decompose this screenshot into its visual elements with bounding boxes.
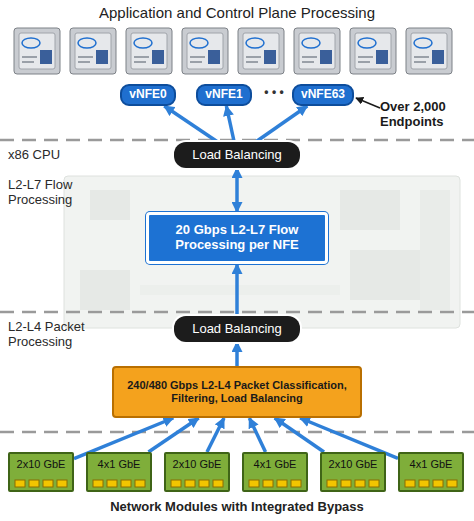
processor-chip <box>350 28 396 74</box>
port-row <box>168 479 226 488</box>
port-symbol <box>447 480 457 487</box>
processor-chip <box>126 28 172 74</box>
flow-processing-box: 20 Gbps L2-L7 Flow Processing per NFE <box>146 212 328 264</box>
layer-label: • • • <box>256 86 292 100</box>
port-symbol <box>327 480 337 487</box>
layer-label: L2-L4 Packet Processing <box>8 320 108 350</box>
layer-divider <box>0 139 474 142</box>
layer-divider <box>0 311 474 314</box>
flow-arrow <box>235 342 239 366</box>
processor-chip <box>238 28 284 74</box>
node-text: Load Balancing <box>192 322 282 337</box>
processor-chip <box>406 28 452 74</box>
port-row <box>324 479 382 488</box>
port-symbol <box>107 480 117 487</box>
port-symbol <box>291 480 301 487</box>
node-text: 240/480 Gbps L2-L4 Packet Classification… <box>120 379 354 404</box>
processor-row <box>14 28 452 74</box>
vnfe-box: vNFE63 <box>292 84 354 106</box>
port-symbol <box>185 480 195 487</box>
port-symbol <box>171 480 181 487</box>
flow-arrow <box>149 418 199 452</box>
node-text: 4x1 GbE <box>410 458 453 471</box>
diagram-caption: Network Modules with Integrated Bypass <box>0 500 474 515</box>
port-symbol <box>341 480 351 487</box>
flow-arrow <box>164 106 217 142</box>
diagram-title: Application and Control Plane Processing <box>0 4 474 21</box>
flow-arrow <box>207 418 224 452</box>
flow-arrow <box>235 264 239 316</box>
node-text: 4x1 GbE <box>98 458 141 471</box>
layer-label: x86 CPU <box>8 148 108 163</box>
network-module: 2x10 GbE <box>8 452 74 492</box>
port-symbol <box>405 480 415 487</box>
port-symbol <box>15 480 25 487</box>
packet-processing-box: 240/480 Gbps L2-L4 Packet Classification… <box>112 366 362 418</box>
node-text: Load Balancing <box>192 148 282 163</box>
network-module: 4x1 GbE <box>398 452 464 492</box>
layer-divider <box>0 431 474 434</box>
port-symbol <box>199 480 209 487</box>
port-symbol <box>355 480 365 487</box>
port-row <box>402 479 460 488</box>
flow-arrow <box>275 418 324 452</box>
port-symbol <box>57 480 67 487</box>
node-text: 2x10 GbE <box>173 458 222 471</box>
flow-arrow <box>249 418 265 452</box>
port-symbol <box>29 480 39 487</box>
node-text: 4x1 GbE <box>254 458 297 471</box>
node-text: 2x10 GbE <box>17 458 66 471</box>
port-symbol <box>43 480 53 487</box>
pcie-card-illustration <box>64 176 460 328</box>
leader-arrow <box>356 98 380 108</box>
network-module: 4x1 GbE <box>242 452 308 492</box>
network-module: 2x10 GbE <box>320 452 386 492</box>
processor-chip <box>70 28 116 74</box>
node-text: 2x10 GbE <box>329 458 378 471</box>
network-module: 4x1 GbE <box>86 452 152 492</box>
port-row <box>12 479 70 488</box>
load-balancer-box: Load Balancing <box>174 316 300 342</box>
node-text: vNFE63 <box>301 88 345 102</box>
port-symbol <box>263 480 273 487</box>
port-symbol <box>93 480 103 487</box>
flow-arrow <box>235 168 239 212</box>
port-symbol <box>419 480 429 487</box>
flow-arrow <box>226 106 234 142</box>
node-text: vNFE0 <box>129 88 166 102</box>
port-symbol <box>277 480 287 487</box>
port-symbol <box>369 480 379 487</box>
processor-chip <box>14 28 60 74</box>
port-symbol <box>213 480 223 487</box>
vnfe-box: vNFE0 <box>120 84 176 106</box>
port-symbol <box>135 480 145 487</box>
layer-label: L2-L7 Flow Processing <box>8 178 104 208</box>
vnfe-box: vNFE1 <box>196 84 252 106</box>
port-symbol <box>249 480 259 487</box>
layer-label: Over 2,000 Endpoints <box>380 100 472 130</box>
node-text: 20 Gbps L2-L7 Flow Processing per NFE <box>155 223 319 253</box>
port-symbol <box>433 480 443 487</box>
network-module: 2x10 GbE <box>164 452 230 492</box>
port-row <box>90 479 148 488</box>
processor-chip <box>294 28 340 74</box>
load-balancer-box: Load Balancing <box>174 142 300 168</box>
flow-arrow <box>256 106 308 142</box>
port-symbol <box>121 480 131 487</box>
port-row <box>246 479 304 488</box>
processor-chip <box>182 28 228 74</box>
node-text: vNFE1 <box>205 88 242 102</box>
